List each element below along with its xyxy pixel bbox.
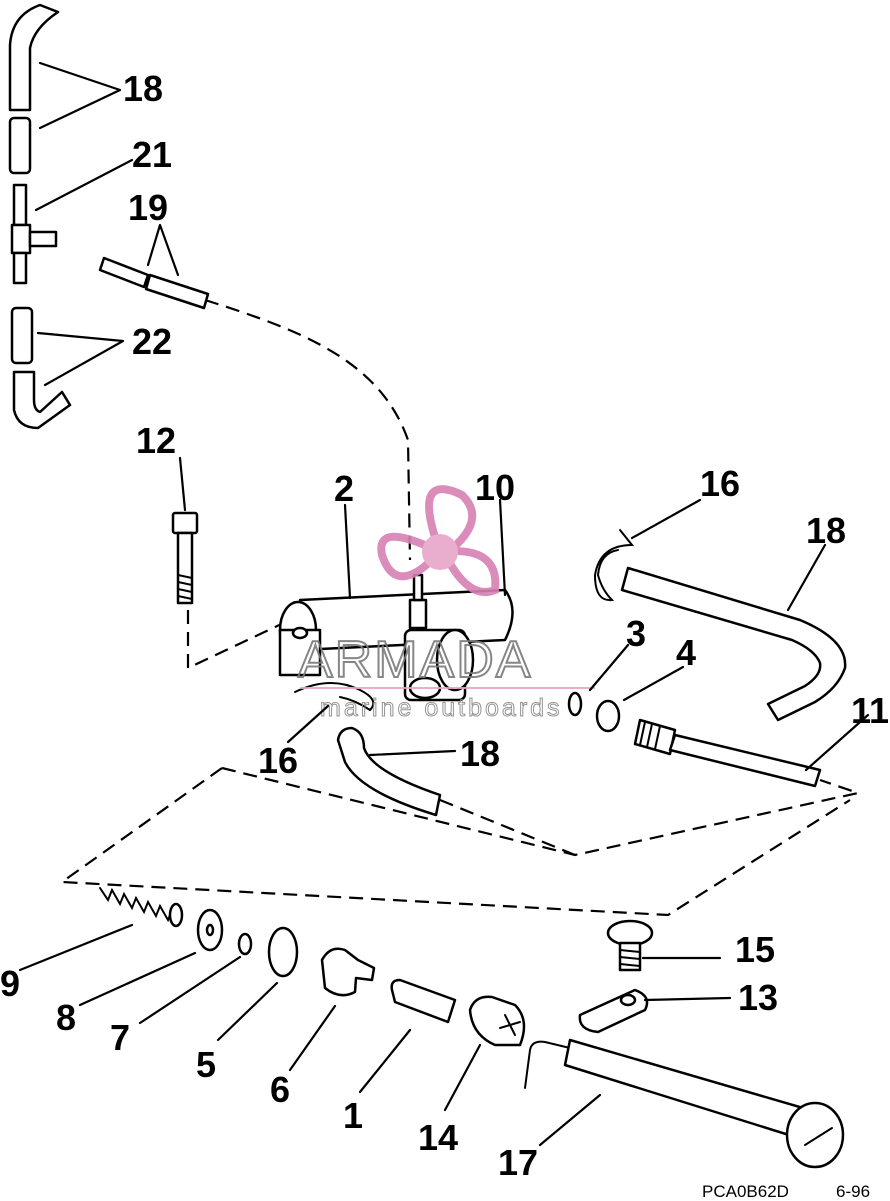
spring-9 [99,887,184,928]
callout-18-upper: 18 [806,510,846,551]
pump-body-2 [278,573,514,702]
leader-lines [18,61,870,1147]
callout-20: 19 [128,187,168,228]
o-ring-7 [237,932,253,956]
callout-6: 6 [270,1069,290,1110]
clip-16-right [593,529,635,602]
callout-22: 22 [132,321,172,362]
hose-20-pieces [98,256,210,310]
callout-3: 3 [626,613,646,654]
drawing-code: PCA0B62D [702,1182,789,1201]
valve-seat-6 [320,947,376,997]
callout-16-right: 16 [700,463,740,504]
hose-18-lower [336,726,442,817]
callout-1: 1 [343,1095,363,1136]
hose-18-upper [620,566,847,722]
bolt-12 [171,511,199,605]
armada-watermark: ARMADA marine outboards [297,485,595,723]
callout-2: 2 [334,468,354,509]
tee-fitting-21 [10,183,58,285]
callout-9: 9 [0,963,20,1004]
watermark-brand: ARMADA [298,631,532,689]
rod-17 [524,1038,845,1169]
callout-18-lower: 18 [460,733,500,774]
callout-11: 11 [851,690,889,731]
watermark-tagline: marine outboards [320,694,563,722]
callout-12: 12 [136,420,176,461]
callout-19: 18 [123,68,163,109]
callout-4: 4 [676,632,696,673]
cap-14 [468,995,526,1047]
callout-21: 21 [132,134,172,175]
hose-19-upper [8,3,60,175]
tube-11 [633,718,822,788]
callout-7: 7 [110,1017,130,1058]
propeller-logo [377,485,500,596]
hose-22-lower [10,306,72,430]
o-rings-3-4 [567,691,621,733]
callout-8: 8 [56,997,76,1038]
plunger-1 [390,978,457,1024]
callout-13: 13 [738,977,778,1018]
plate-13 [578,988,649,1034]
washer-8 [196,908,224,952]
callout-14: 14 [418,1117,458,1158]
callout-16-left: 16 [258,740,298,781]
ring-5 [267,926,299,978]
callout-numbers: 18 21 19 22 12 2 10 16 18 3 4 11 18 16 9… [0,68,889,1183]
drawing-date: 6-96 [836,1182,870,1201]
screw-15 [606,919,654,972]
callout-5: 5 [196,1044,216,1085]
clip-16-left [294,681,375,712]
callout-10: 10 [475,467,515,508]
callout-17: 17 [498,1142,538,1183]
callout-15: 15 [735,929,775,970]
